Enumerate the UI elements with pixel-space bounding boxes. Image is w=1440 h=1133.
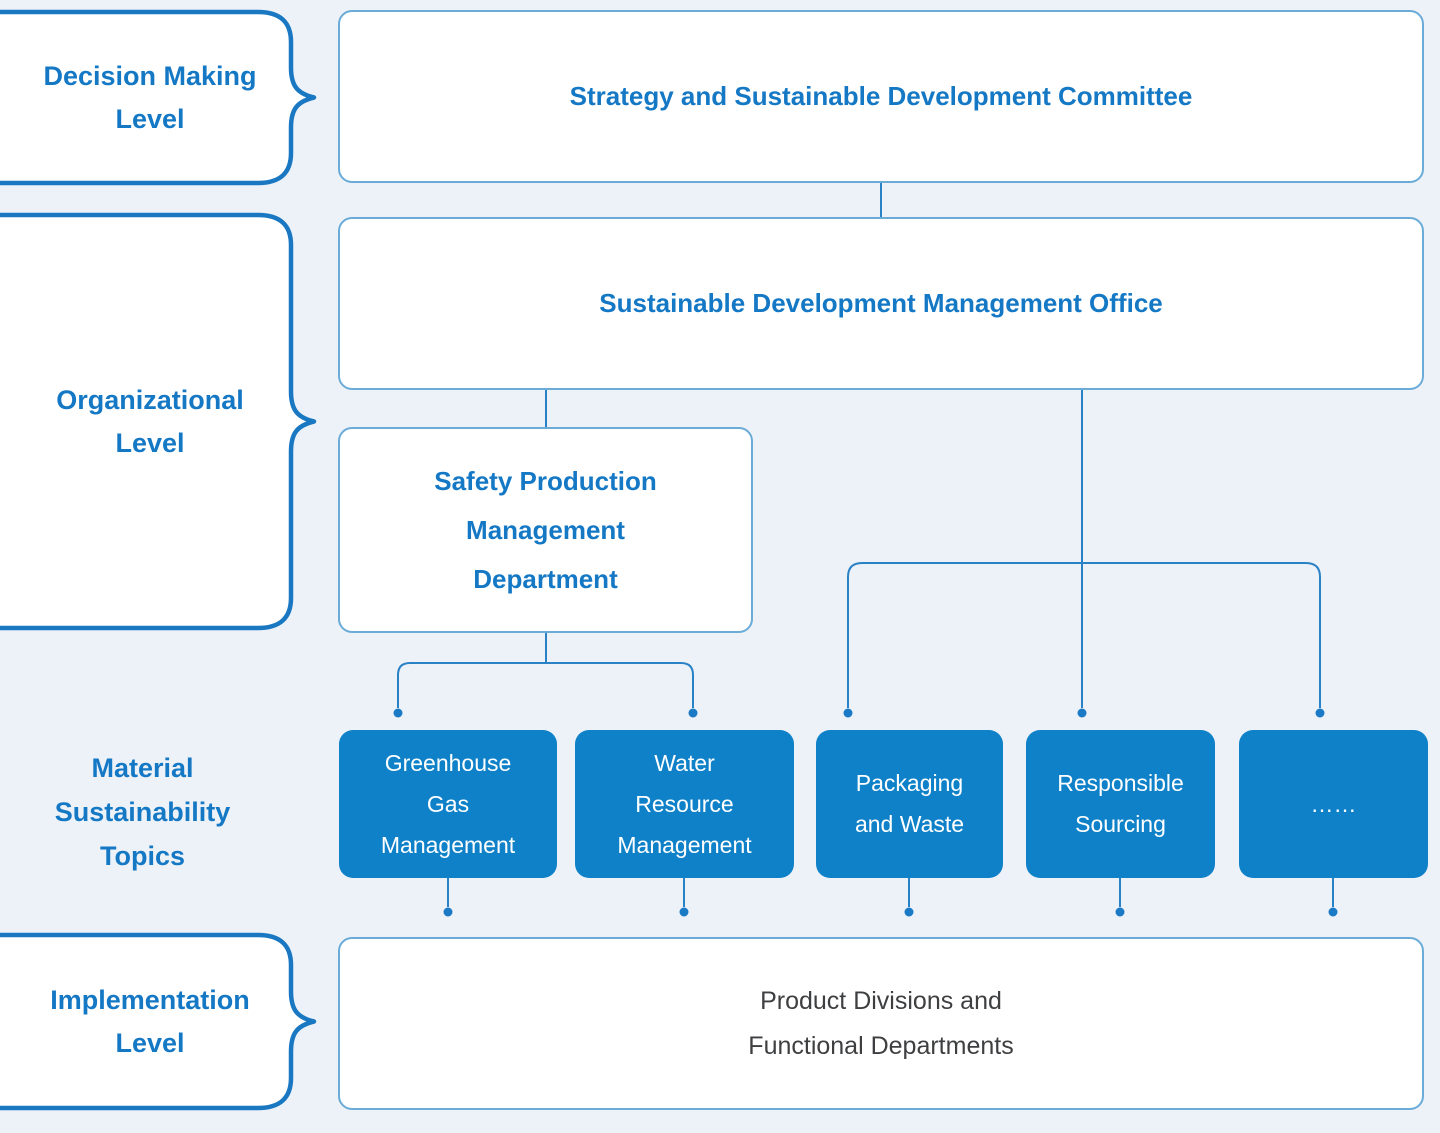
implementation-level-label: Implementation Level — [50, 984, 250, 1058]
decision-level-brace — [0, 9, 317, 186]
topic-box-greenhouse-gas-text: Greenhouse Gas Management — [380, 749, 516, 858]
topic-box-packaging-waste-text: Packaging and Waste — [854, 770, 965, 837]
material-topics-label: Material Sustainability Topics — [54, 753, 231, 871]
topic-box-packaging-waste: Packaging and Waste — [816, 730, 1003, 878]
implementation-box: Product Divisions and Functional Departm… — [338, 937, 1424, 1110]
committee-box: Strategy and Sustainable Development Com… — [338, 10, 1424, 183]
topic-box-ellipsis-text: …… — [1310, 790, 1357, 817]
topic-box-greenhouse-gas: Greenhouse Gas Management — [339, 730, 557, 878]
topic-box-water-resource-text: Water Resource Management — [617, 749, 752, 858]
topic-box-responsible-sourcing: Responsible Sourcing — [1026, 730, 1215, 878]
topic-box-water-resource: Water Resource Management — [575, 730, 794, 878]
implementation-box-text: Product Divisions and Functional Departm… — [748, 986, 1014, 1060]
organizational-level-label: Organizational Level — [56, 384, 244, 458]
implementation-level-brace — [0, 932, 317, 1111]
organizational-level-brace — [0, 212, 317, 631]
safety-department-box-title: Safety Production Management Department — [434, 465, 657, 594]
decision-level-label: Decision Making Level — [43, 60, 257, 134]
topic-box-responsible-sourcing-text: Responsible Sourcing — [1057, 770, 1184, 837]
safety-department-box: Safety Production Management Department — [338, 427, 753, 633]
connector-dots — [393, 708, 1338, 917]
management-office-box: Sustainable Development Management Offic… — [338, 217, 1424, 390]
topic-box-ellipsis: …… — [1239, 730, 1428, 878]
management-office-box-title: Sustainable Development Management Offic… — [599, 288, 1163, 318]
committee-box-title: Strategy and Sustainable Development Com… — [569, 81, 1193, 111]
